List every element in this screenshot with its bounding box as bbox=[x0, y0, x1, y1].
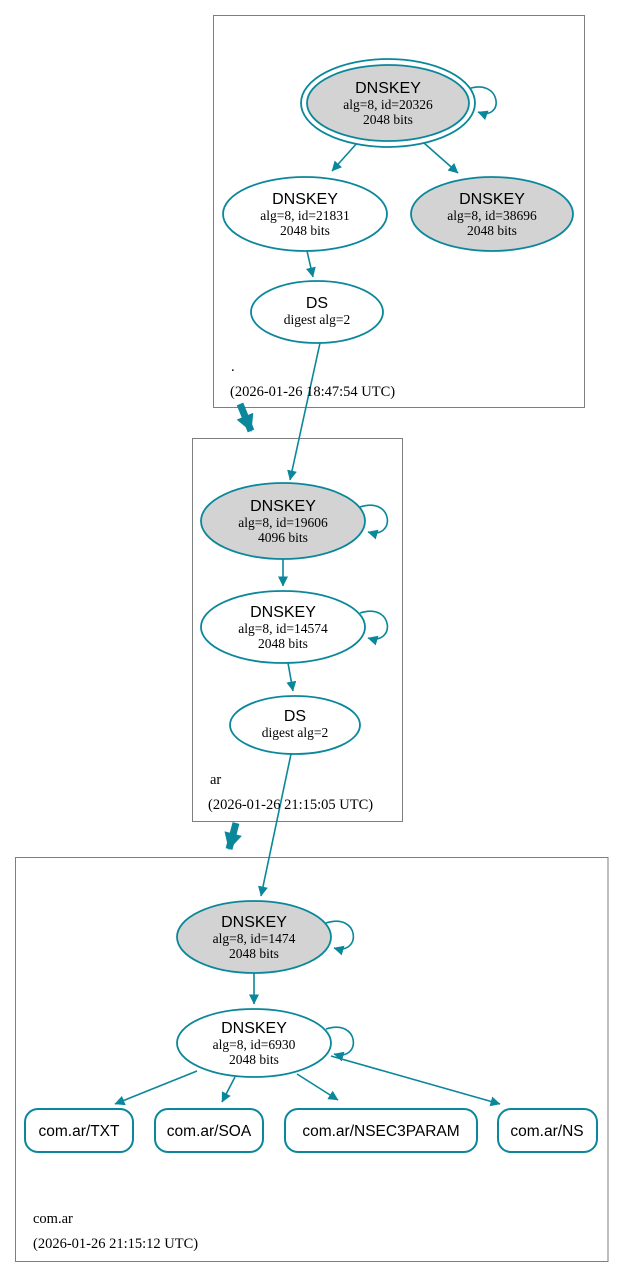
ar-ksk-ellipse bbox=[200, 482, 366, 560]
ar-zsk-detail: alg=8, id=14574 bbox=[238, 621, 328, 636]
edge-zsk-to-rrset-ns bbox=[330, 1055, 501, 1107]
rrset-label-soa: com.ar/SOA bbox=[167, 1123, 252, 1140]
root-ds-detail: digest alg=2 bbox=[284, 312, 350, 327]
self-loop-com-ar-ksk bbox=[325, 920, 355, 956]
edge-ar-zsk-to-ds bbox=[286, 662, 297, 692]
root-ksk-detail: alg=8, id=20326 bbox=[343, 97, 433, 112]
root-ds-ellipse bbox=[250, 280, 384, 344]
com-ar-zsk-bits: 2048 bits bbox=[229, 1052, 279, 1067]
root-dnskey-38696-bits: 2048 bits bbox=[467, 223, 517, 238]
zone-label-ar: ar bbox=[210, 772, 221, 788]
rrset-label-ns: com.ar/NS bbox=[510, 1123, 583, 1140]
edge-root-zsk-to-ds bbox=[305, 250, 316, 278]
rrset-rect-ns bbox=[497, 1108, 598, 1153]
edge-zsk-to-rrset-nsec3param bbox=[296, 1073, 339, 1101]
delegation-arrow-ar-to-com-ar bbox=[224, 822, 242, 850]
edge-root-ksk-to-dnskey-38696 bbox=[423, 142, 459, 174]
rrset-node-nsec3param[interactable]: com.ar/NSEC3PARAM bbox=[284, 1108, 478, 1153]
delegation-arrow-root-to-ar bbox=[236, 402, 255, 433]
ar-ds-node[interactable]: DS digest alg=2 bbox=[229, 695, 361, 755]
zone-box-ar bbox=[192, 438, 403, 822]
com-ar-zsk-detail: alg=8, id=6930 bbox=[213, 1037, 296, 1052]
root-zsk-bits: 2048 bits bbox=[280, 223, 330, 238]
edge-root-ksk-to-zsk bbox=[331, 141, 359, 172]
root-ksk-bits: 2048 bits bbox=[363, 112, 413, 127]
ar-ksk-detail: alg=8, id=19606 bbox=[238, 515, 328, 530]
root-ksk-title: DNSKEY bbox=[355, 80, 421, 97]
root-ksk-inner-ellipse bbox=[306, 64, 470, 142]
ar-zsk-ellipse bbox=[200, 590, 366, 664]
edge-ar-ds-to-com-ar-ksk bbox=[258, 753, 292, 897]
com-ar-ksk-ellipse bbox=[176, 900, 332, 974]
edge-root-ds-to-ar-ksk bbox=[287, 342, 321, 481]
rrset-label-nsec3param: com.ar/NSEC3PARAM bbox=[302, 1123, 459, 1140]
ar-ds-ellipse bbox=[229, 695, 361, 755]
root-zsk-dnskey-node[interactable]: DNSKEY alg=8, id=21831 2048 bits bbox=[222, 176, 388, 252]
zone-box-root bbox=[213, 15, 585, 408]
root-ds-title: DS bbox=[306, 295, 328, 312]
root-zsk-detail: alg=8, id=21831 bbox=[260, 208, 349, 223]
com-ar-zsk-dnskey-node[interactable]: DNSKEY alg=8, id=6930 2048 bits bbox=[176, 1008, 332, 1078]
com-ar-zsk-title: DNSKEY bbox=[221, 1020, 287, 1037]
root-dnskey-38696-node[interactable]: DNSKEY alg=8, id=38696 2048 bits bbox=[410, 176, 574, 252]
com-ar-ksk-bits: 2048 bits bbox=[229, 946, 279, 961]
com-ar-zsk-ellipse bbox=[176, 1008, 332, 1078]
rrset-rect-nsec3param bbox=[284, 1108, 478, 1153]
zone-timestamp-ar: (2026-01-26 21:15:05 UTC) bbox=[208, 797, 373, 813]
edge-zsk-to-rrset-soa bbox=[221, 1076, 236, 1103]
self-loop-com-ar-zsk bbox=[325, 1026, 355, 1062]
com-ar-ksk-detail: alg=8, id=1474 bbox=[213, 931, 296, 946]
self-loop-ar-zsk bbox=[359, 610, 389, 646]
rrset-rect-soa bbox=[154, 1108, 264, 1153]
com-ar-ksk-dnskey-node[interactable]: DNSKEY alg=8, id=1474 2048 bits bbox=[176, 900, 332, 974]
edge-zsk-to-rrset-txt bbox=[114, 1070, 198, 1106]
root-zsk-ellipse bbox=[222, 176, 388, 252]
root-dnskey-38696-ellipse bbox=[410, 176, 574, 252]
rrset-node-ns[interactable]: com.ar/NS bbox=[497, 1108, 598, 1153]
zone-timestamp-com-ar: (2026-01-26 21:15:12 UTC) bbox=[33, 1236, 198, 1252]
root-trust-anchor-dnskey-node[interactable]: DNSKEY alg=8, id=20326 2048 bits bbox=[300, 58, 476, 148]
rrset-node-soa[interactable]: com.ar/SOA bbox=[154, 1108, 264, 1153]
ar-zsk-bits: 2048 bits bbox=[258, 636, 308, 651]
com-ar-ksk-title: DNSKEY bbox=[221, 914, 287, 931]
ar-ds-detail: digest alg=2 bbox=[262, 725, 328, 740]
root-zsk-title: DNSKEY bbox=[272, 191, 338, 208]
zone-timestamp-root: (2026-01-26 18:47:54 UTC) bbox=[230, 384, 395, 400]
zone-label-com-ar: com.ar bbox=[33, 1211, 73, 1227]
rrset-label-txt: com.ar/TXT bbox=[39, 1123, 120, 1140]
self-loop-ar-ksk bbox=[359, 504, 389, 540]
ar-zsk-dnskey-node[interactable]: DNSKEY alg=8, id=14574 2048 bits bbox=[200, 590, 366, 664]
root-dnskey-38696-title: DNSKEY bbox=[459, 191, 525, 208]
rrset-rect-txt bbox=[24, 1108, 134, 1153]
ar-ksk-bits: 4096 bits bbox=[258, 530, 308, 545]
ar-ksk-title: DNSKEY bbox=[250, 498, 316, 515]
zone-box-com-ar bbox=[15, 857, 609, 1262]
self-loop-root-ksk bbox=[467, 86, 497, 120]
rrset-node-txt[interactable]: com.ar/TXT bbox=[24, 1108, 134, 1153]
zone-label-root: . bbox=[231, 359, 235, 375]
root-ds-node[interactable]: DS digest alg=2 bbox=[250, 280, 384, 344]
ar-ksk-dnskey-node[interactable]: DNSKEY alg=8, id=19606 4096 bits bbox=[200, 482, 366, 560]
ar-ds-title: DS bbox=[284, 708, 306, 725]
ar-zsk-title: DNSKEY bbox=[250, 604, 316, 621]
root-dnskey-38696-detail: alg=8, id=38696 bbox=[447, 208, 537, 223]
